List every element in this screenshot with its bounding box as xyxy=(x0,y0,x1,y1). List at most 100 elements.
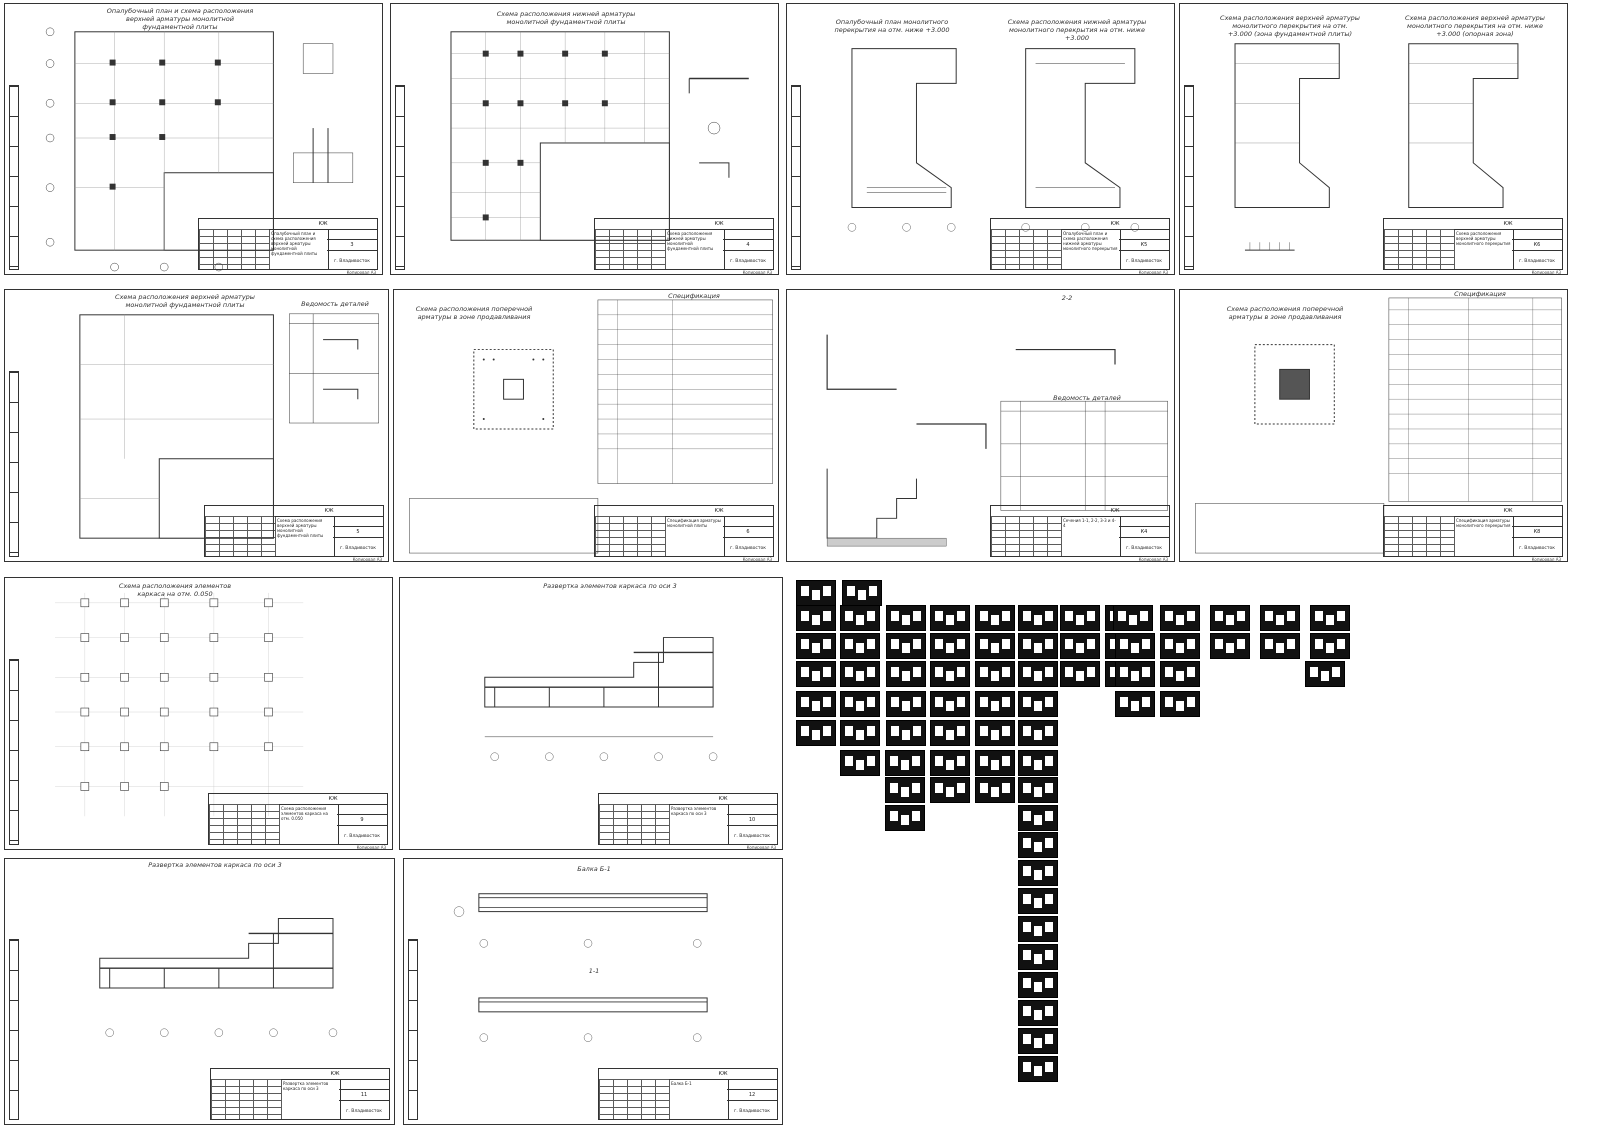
drawing-sheet[interactable]: Схема расположения верхней арматуры моно… xyxy=(1179,3,1568,275)
title-block-code: КЖ xyxy=(1454,219,1562,230)
sheet-thumbnail[interactable] xyxy=(840,750,880,776)
sheet-thumbnail[interactable] xyxy=(796,633,836,659)
sheet-thumbnail[interactable] xyxy=(1260,633,1300,659)
sheet-thumbnail[interactable] xyxy=(1018,972,1058,998)
title-block-org: г. Владивосток xyxy=(730,259,766,264)
sheet-thumbnail[interactable] xyxy=(1018,1028,1058,1054)
sheet-thumbnail[interactable] xyxy=(1160,605,1200,631)
sheet-title: Развертка элементов каркаса по оси 3 xyxy=(148,861,282,869)
sheet-thumbnail[interactable] xyxy=(975,605,1015,631)
sheet-thumbnail[interactable] xyxy=(1060,633,1100,659)
sheet-thumbnail[interactable] xyxy=(796,580,836,606)
sheet-thumbnail[interactable] xyxy=(1115,661,1155,687)
drawing-sheet[interactable]: Схема расположения нижней арматуры монол… xyxy=(390,3,779,275)
title-block: КЖ Спецификация арматуры монолитного пер… xyxy=(1383,505,1563,557)
sheet-thumbnail[interactable] xyxy=(930,633,970,659)
sheet-thumbnail[interactable] xyxy=(840,605,880,631)
drawing-sheet[interactable]: Схема расположения верхней арматуры моно… xyxy=(4,289,389,562)
sheet-thumbnail[interactable] xyxy=(1210,633,1250,659)
sheet-thumbnail[interactable] xyxy=(1018,633,1058,659)
title-block-code: КЖ xyxy=(1061,506,1169,517)
drawing-sheet[interactable]: Опалубочный план монолитного перекрытия … xyxy=(786,3,1175,275)
sheet-thumbnail[interactable] xyxy=(1018,1056,1058,1082)
sheet-format: Копировал А3 xyxy=(1138,557,1168,562)
sheet-thumbnail[interactable] xyxy=(1310,605,1350,631)
sheet-thumbnail[interactable] xyxy=(1018,777,1058,803)
sheet-thumbnail[interactable] xyxy=(930,605,970,631)
sheet-thumbnail[interactable] xyxy=(1210,605,1250,631)
sheet-subtitle: Спецификация xyxy=(668,292,720,300)
sheet-thumbnail[interactable] xyxy=(1018,605,1058,631)
sheet-thumbnail[interactable] xyxy=(1018,750,1058,776)
sheet-thumbnail[interactable] xyxy=(886,605,926,631)
sheet-thumbnail[interactable] xyxy=(840,633,880,659)
sheet-thumbnail[interactable] xyxy=(975,661,1015,687)
drawing-sheet[interactable]: Схема расположения поперечной арматуры в… xyxy=(393,289,779,562)
sheet-thumbnail[interactable] xyxy=(885,805,925,831)
drawing-sheet[interactable]: Развертка элементов каркаса по оси 3 КЖ … xyxy=(399,577,783,850)
frame-elevation-drawing-2 xyxy=(99,918,338,1037)
sheet-thumbnail[interactable] xyxy=(1160,661,1200,687)
sheet-thumbnail[interactable] xyxy=(930,691,970,717)
slab-specification-drawing xyxy=(1195,297,1562,554)
sheet-thumbnail[interactable] xyxy=(1018,720,1058,746)
sheet-thumbnail[interactable] xyxy=(1310,633,1350,659)
title-block: КЖ Схема расположения верхней арматуры м… xyxy=(204,505,384,557)
sheet-thumbnail[interactable] xyxy=(885,777,925,803)
drawing-sheet[interactable]: Развертка элементов каркаса по оси 3 КЖ … xyxy=(4,858,395,1125)
sheet-thumbnail[interactable] xyxy=(1018,691,1058,717)
sheet-thumbnail[interactable] xyxy=(1113,605,1153,631)
sheet-thumbnail[interactable] xyxy=(1160,691,1200,717)
sheet-thumbnail[interactable] xyxy=(975,720,1015,746)
sheet-thumbnail[interactable] xyxy=(975,691,1015,717)
sheet-thumbnail[interactable] xyxy=(796,605,836,631)
sheet-thumbnail[interactable] xyxy=(842,580,882,606)
sheet-thumbnail[interactable] xyxy=(1115,633,1155,659)
sheet-thumbnail[interactable] xyxy=(930,720,970,746)
drawing-sheet[interactable]: Балка Б-1 1-1 КЖ Балка Б-1 12 г. Владиво… xyxy=(403,858,783,1125)
sheet-thumbnail[interactable] xyxy=(1018,860,1058,886)
drawing-sheet[interactable]: 2-2 Ведомость деталей КЖ Сечения 1-1, 2-… xyxy=(786,289,1175,562)
sheet-thumbnail[interactable] xyxy=(1018,944,1058,970)
sheet-thumbnail[interactable] xyxy=(1115,691,1155,717)
sheet-thumbnail[interactable] xyxy=(930,777,970,803)
sheet-thumbnail[interactable] xyxy=(1060,661,1100,687)
drawing-sheet[interactable]: Опалубочный план и схема расположения ве… xyxy=(4,3,383,275)
sheet-thumbnail[interactable] xyxy=(1018,805,1058,831)
drawing-sheet[interactable]: Схема расположения поперечной арматуры в… xyxy=(1179,289,1568,562)
title-block-org: г. Владивосток xyxy=(334,259,370,264)
sheet-thumbnail[interactable] xyxy=(930,750,970,776)
title-block-grid xyxy=(991,229,1062,269)
sheet-thumbnail[interactable] xyxy=(796,720,836,746)
drawing-sheet[interactable]: Схема расположения элементов каркаса на … xyxy=(4,577,393,850)
sheet-thumbnail[interactable] xyxy=(886,720,926,746)
sheet-thumbnail[interactable] xyxy=(1018,661,1058,687)
sheet-thumbnail[interactable] xyxy=(1018,888,1058,914)
sheet-thumbnail[interactable] xyxy=(840,691,880,717)
sheet-thumbnail[interactable] xyxy=(885,750,925,776)
sheet-thumbnail[interactable] xyxy=(975,777,1015,803)
sheet-thumbnail[interactable] xyxy=(1060,605,1100,631)
sheet-thumbnail[interactable] xyxy=(975,633,1015,659)
sheet-sidebar xyxy=(9,938,19,1120)
sheet-thumbnail[interactable] xyxy=(1160,633,1200,659)
sheet-format: Копировал А3 xyxy=(1531,270,1561,275)
sheet-thumbnail[interactable] xyxy=(886,691,926,717)
bottom-reinforcement-drawing xyxy=(450,31,749,241)
sheet-thumbnail[interactable] xyxy=(840,720,880,746)
sheet-thumbnail[interactable] xyxy=(1018,916,1058,942)
sheet-thumbnail[interactable] xyxy=(886,633,926,659)
sheet-thumbnail[interactable] xyxy=(1018,1000,1058,1026)
sheet-thumbnail[interactable] xyxy=(930,661,970,687)
sheet-thumbnail[interactable] xyxy=(1305,661,1345,687)
sheet-thumbnail[interactable] xyxy=(1260,605,1300,631)
sheet-thumbnail[interactable] xyxy=(796,661,836,687)
sheet-thumbnail[interactable] xyxy=(975,750,1015,776)
title-block-grid xyxy=(1384,516,1455,556)
sheet-thumbnail[interactable] xyxy=(1018,832,1058,858)
title-block-sheet-no: К6 xyxy=(1512,239,1562,251)
title-block: КЖ Спецификация арматуры монолитной плит… xyxy=(594,505,774,557)
sheet-thumbnail[interactable] xyxy=(796,691,836,717)
sheet-thumbnail[interactable] xyxy=(840,661,880,687)
sheet-thumbnail[interactable] xyxy=(886,661,926,687)
